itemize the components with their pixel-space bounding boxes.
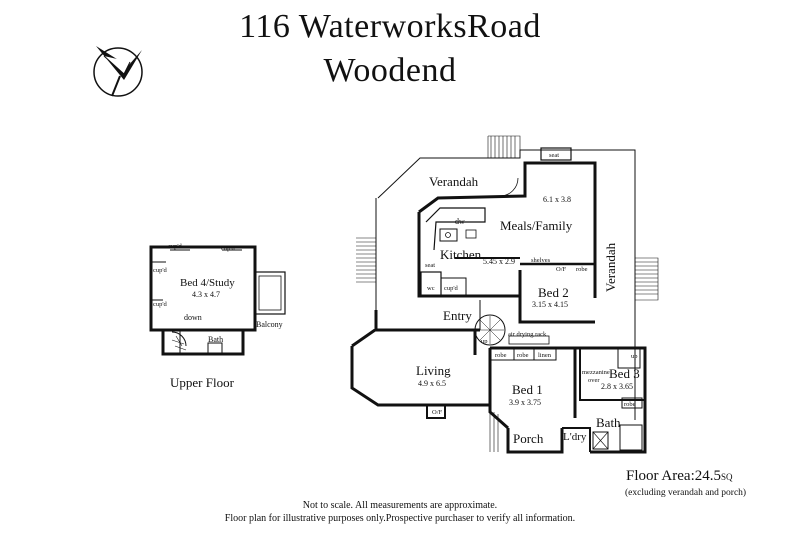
floor-area: Floor Area:24.5SQ	[626, 468, 733, 485]
porch-label: Porch	[513, 431, 544, 446]
disclaimer-line-1: Not to scale. All measurements are appro…	[302, 500, 498, 511]
floor-area-value: Floor Area:24.5	[626, 468, 721, 484]
verandah-side-label: Verandah	[603, 242, 618, 292]
dishwasher-label: dw	[455, 217, 465, 226]
address-line-1: 116 WaterworksRoad	[239, 8, 541, 45]
bed1-size: 3.9 x 3.75	[509, 398, 541, 407]
upper-floor-caption: Upper Floor	[170, 375, 235, 390]
bed2-size: 3.15 x 4.15	[532, 300, 568, 309]
bed4-label: Bed 4/Study	[180, 277, 235, 289]
upper-cupd-label: cup'd	[221, 245, 236, 252]
bed3-size: 2.8 x 3.65	[601, 382, 633, 391]
entry-label: Entry	[443, 308, 472, 323]
disclaimer-line-2: Floor plan for illustrative purposes onl…	[224, 513, 576, 524]
shelves-label: shelves	[531, 257, 551, 264]
mezzanine-label: mezzanine	[582, 369, 610, 376]
verandah-top-label: Verandah	[429, 174, 479, 189]
kitchen-seat-label: seat	[425, 262, 435, 269]
address-line-2: Woodend	[323, 52, 457, 89]
bed2-label: Bed 2	[538, 285, 569, 300]
kitchen-label: Kitchen	[440, 247, 482, 262]
air-drying-label: air drying rack	[508, 331, 547, 338]
compass-icon	[93, 46, 143, 97]
bed2-ov-label: O/F	[556, 266, 567, 273]
bed1-robe-label: robe	[517, 352, 529, 359]
mezzanine-over-label: over	[588, 377, 600, 384]
meals-size: 6.1 x 3.8	[543, 195, 571, 204]
living-ov-label: O/F	[432, 409, 443, 416]
upper-bath-label: Bath	[208, 335, 223, 344]
seat-label: seat	[549, 152, 559, 159]
floor-area-unit: SQ	[721, 472, 733, 482]
upper-cupd-label: cup'd	[153, 301, 168, 308]
wc-label: wc	[427, 285, 435, 292]
ground-floor-plan	[350, 135, 659, 454]
laundry-label: L'dry	[563, 431, 587, 443]
kitchen-size: 5.45 x 2.9	[483, 257, 515, 266]
bed3-robe-label: robe	[624, 401, 636, 408]
upper-cupd-label: cup'd	[153, 267, 168, 274]
living-size: 4.9 x 6.5	[418, 379, 446, 388]
stair-up-label: up	[481, 338, 488, 345]
upper-cupd-label: cup'd	[168, 243, 183, 250]
bath-label: Bath	[596, 415, 621, 430]
bed4-size: 4.3 x 4.7	[192, 290, 220, 299]
balcony-label: Balcony	[256, 320, 283, 329]
bed3-stair-up-label: up	[631, 353, 638, 360]
bed1-robe-label: robe	[495, 352, 507, 359]
bed2-robe-label: robe	[576, 266, 588, 273]
meals-label: Meals/Family	[500, 218, 573, 233]
upper-down-label: down	[184, 313, 202, 322]
floor-area-note: (excluding verandah and porch)	[625, 488, 747, 498]
bed1-label: Bed 1	[512, 382, 543, 397]
linen-label: linen	[538, 352, 552, 359]
living-label: Living	[416, 363, 451, 378]
kitchen-cupd-label: cup'd	[444, 285, 459, 292]
upper-floor-plan	[149, 245, 286, 356]
bed3-label: Bed 3	[609, 366, 640, 381]
